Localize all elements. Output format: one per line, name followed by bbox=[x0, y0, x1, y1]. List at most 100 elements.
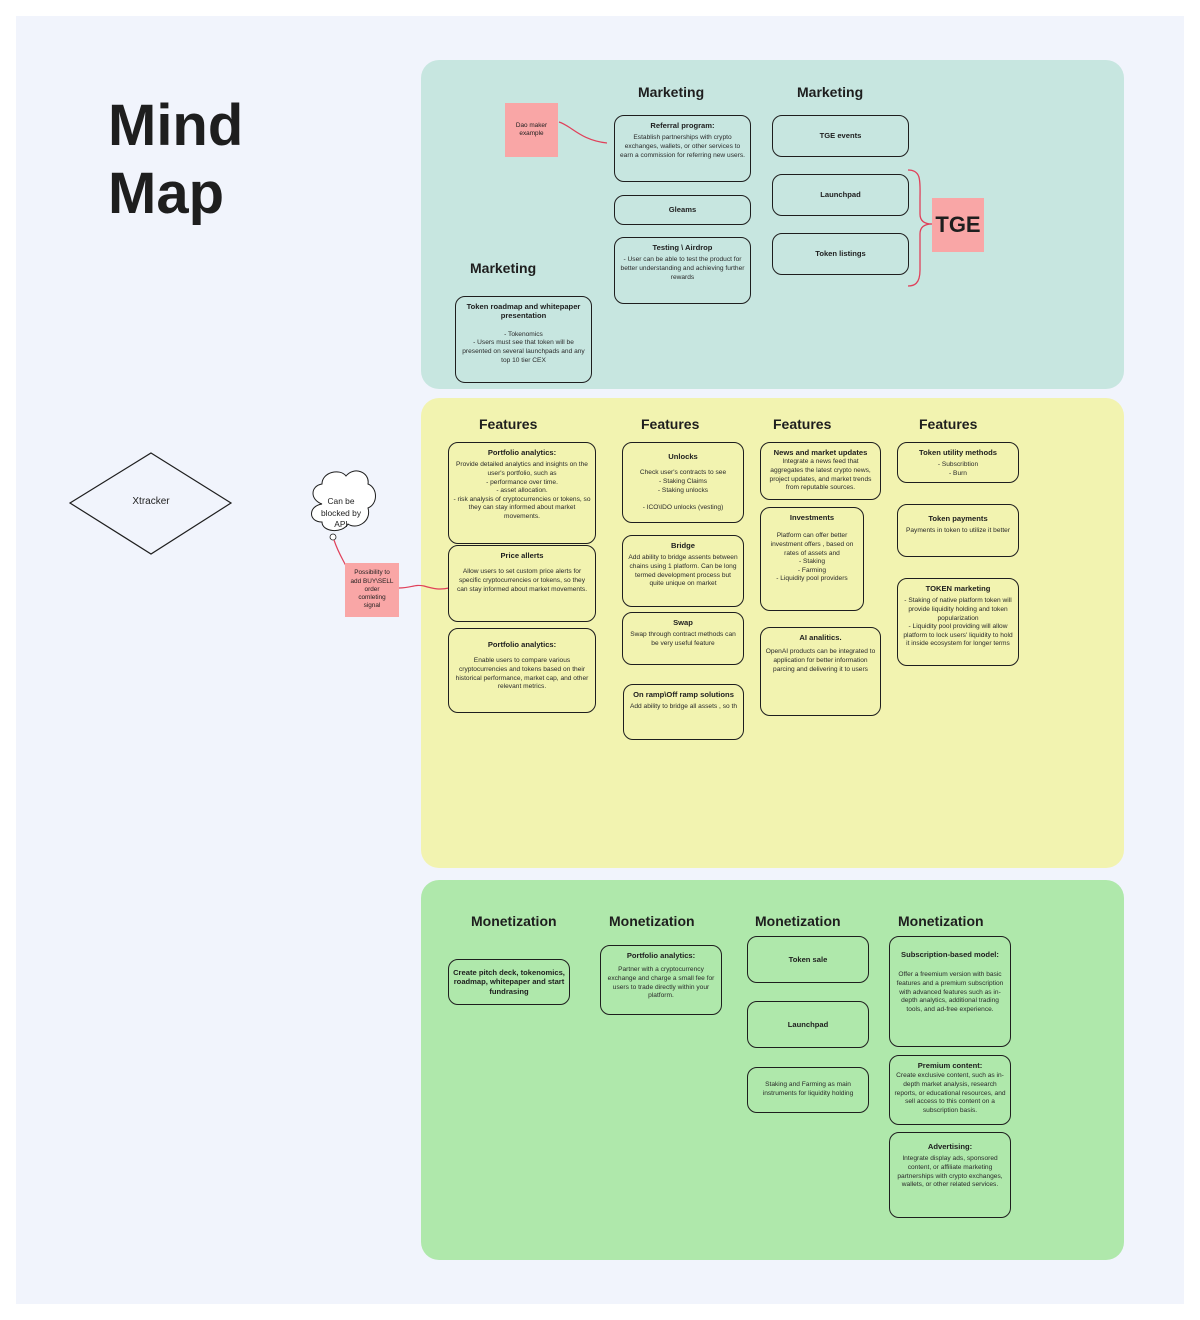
card-body: - Tokenomics - Users must see that token… bbox=[462, 330, 585, 364]
xtracker-diamond[interactable] bbox=[68, 452, 233, 555]
card-title: Gleams bbox=[668, 205, 697, 215]
card-title: Bridge bbox=[670, 541, 696, 550]
sticky-tge[interactable]: TGE bbox=[932, 198, 984, 252]
card-title: Swap bbox=[673, 618, 693, 627]
card-token-payments[interactable]: Token payments Payments in token to util… bbox=[897, 504, 1019, 557]
card-token-listings[interactable]: Token listings bbox=[772, 233, 909, 275]
connector-note-to-alerts bbox=[398, 584, 450, 590]
card-title: Create pitch deck, tokenomics, roadmap, … bbox=[453, 967, 565, 996]
card-unlocks[interactable]: Unlocks Check user's contracts to see - … bbox=[622, 442, 744, 523]
card-title: Token sale bbox=[788, 954, 828, 964]
card-body: Allow users to set custom price alerts f… bbox=[456, 568, 588, 593]
marketing-header-3: Marketing bbox=[470, 260, 537, 276]
card-referral-program[interactable]: Referral program: Establish partnerships… bbox=[614, 115, 751, 182]
card-body: OpenAI products can be integrated to app… bbox=[765, 648, 876, 673]
features-header-1: Features bbox=[479, 416, 538, 432]
card-title: Premium content: bbox=[917, 1061, 983, 1070]
monetization-header-4: Monetization bbox=[898, 913, 984, 929]
card-token-marketing[interactable]: TOKEN marketing - Staking of native plat… bbox=[897, 578, 1019, 666]
card-title: Launchpad bbox=[820, 190, 861, 200]
marketing-header-2: Marketing bbox=[797, 84, 864, 100]
card-body: Provide detailed analytics and insights … bbox=[453, 461, 591, 520]
card-staking-farming[interactable]: Staking and Farming as main instruments … bbox=[747, 1067, 869, 1113]
card-body: - User can be able to test the product f… bbox=[620, 256, 745, 281]
card-launchpad-marketing[interactable]: Launchpad bbox=[772, 174, 909, 216]
card-news-market-updates[interactable]: News and market updates Integrate a news… bbox=[760, 442, 881, 500]
features-header-3: Features bbox=[773, 416, 832, 432]
xtracker-node-label: Xtracker bbox=[132, 496, 170, 507]
connector-dao-to-referral bbox=[558, 121, 608, 144]
card-body: Check user's contracts to see - Staking … bbox=[639, 469, 727, 511]
card-portfolio-analytics-2[interactable]: Portfolio analytics: Enable users to com… bbox=[448, 628, 596, 713]
card-portfolio-analytics-fee[interactable]: Portfolio analytics: Partner with a cryp… bbox=[600, 945, 722, 1015]
card-body: Integrate display ads, sponsored content… bbox=[897, 1155, 1003, 1189]
monetization-header-2: Monetization bbox=[609, 913, 695, 929]
card-investments[interactable]: Investments Platform can offer better in… bbox=[760, 507, 864, 611]
card-subscription-model[interactable]: Subscription-based model: Offer a freemi… bbox=[889, 936, 1011, 1047]
card-title: Referral program: bbox=[650, 121, 715, 130]
card-title: AI analitics. bbox=[799, 633, 842, 642]
features-header-2: Features bbox=[641, 416, 700, 432]
card-title: Token utility methods bbox=[919, 448, 997, 457]
card-body: Offer a freemium version with basic feat… bbox=[896, 971, 1004, 1013]
card-token-sale[interactable]: Token sale bbox=[747, 936, 869, 983]
card-token-utility-methods[interactable]: Token utility methods - Subscribtion - B… bbox=[897, 442, 1019, 483]
marketing-header-1: Marketing bbox=[638, 84, 705, 100]
card-title: Portfolio analytics: bbox=[487, 448, 557, 457]
card-title: TGE events bbox=[819, 131, 862, 141]
card-title: Portfolio analytics: bbox=[487, 640, 557, 649]
card-body: Enable users to compare various cryptocu… bbox=[455, 657, 589, 691]
card-body: Payments in token to utilize it better bbox=[905, 527, 1011, 535]
card-swap[interactable]: Swap Swap through contract methods can b… bbox=[622, 612, 744, 665]
card-ai-analytics[interactable]: AI analitics. OpenAI products can be int… bbox=[760, 627, 881, 716]
card-on-off-ramp[interactable]: On ramp\Off ramp solutions Add ability t… bbox=[623, 684, 744, 740]
connector-cloud-to-note bbox=[333, 539, 347, 567]
mind-map-title-line2: Map bbox=[108, 161, 224, 226]
card-tge-events[interactable]: TGE events bbox=[772, 115, 909, 157]
card-title: Testing \ Airdrop bbox=[652, 243, 713, 252]
card-body: Add ability to bridge all assets , so th bbox=[629, 703, 738, 711]
card-token-roadmap[interactable]: Token roadmap and whitepaper presentatio… bbox=[455, 296, 592, 383]
cloud-shape bbox=[311, 470, 376, 531]
features-header-4: Features bbox=[919, 416, 978, 432]
sticky-buy-sell-signal[interactable]: Possibility to add BUY\SELL order comlet… bbox=[345, 563, 399, 617]
monetization-header-3: Monetization bbox=[755, 913, 841, 929]
card-title: Launchpad bbox=[787, 1019, 829, 1029]
card-testing-airdrop[interactable]: Testing \ Airdrop - User can be able to … bbox=[614, 237, 751, 304]
monetization-header-1: Monetization bbox=[471, 913, 557, 929]
card-title: Advertising: bbox=[927, 1142, 973, 1151]
card-title: Subscription-based model: bbox=[901, 950, 999, 959]
card-launchpad-monetization[interactable]: Launchpad bbox=[747, 1001, 869, 1048]
card-pitch-deck[interactable]: Create pitch deck, tokenomics, roadmap, … bbox=[448, 959, 570, 1005]
features-panel bbox=[421, 398, 1124, 868]
card-title: Price allerts bbox=[500, 551, 544, 560]
card-title: TOKEN marketing bbox=[925, 584, 991, 593]
card-title: Token payments bbox=[928, 514, 988, 523]
card-body: - Subscribtion - Burn bbox=[937, 461, 979, 477]
card-body: - Staking of native platform token will … bbox=[903, 597, 1013, 648]
card-title: On ramp\Off ramp solutions bbox=[633, 690, 734, 699]
card-bridge[interactable]: Bridge Add ability to bridge assents bet… bbox=[622, 535, 744, 607]
card-body: Establish partnerships with crypto excha… bbox=[620, 134, 745, 159]
tge-bracket bbox=[907, 169, 933, 287]
card-title: Unlocks bbox=[668, 452, 698, 461]
card-advertising[interactable]: Advertising: Integrate display ads, spon… bbox=[889, 1132, 1011, 1218]
sticky-dao-maker[interactable]: Dao maker example bbox=[505, 103, 558, 157]
card-gleams[interactable]: Gleams bbox=[614, 195, 751, 225]
card-body: Partner with a cryptocurrency exchange a… bbox=[607, 966, 715, 1000]
card-body: Create exclusive content, such as in-dep… bbox=[894, 1072, 1006, 1114]
card-title: News and market updates bbox=[773, 448, 868, 457]
card-title: Investments bbox=[789, 513, 835, 522]
card-body: Platform can offer better investment off… bbox=[770, 532, 854, 583]
card-body: Integrate a news feed that aggregates th… bbox=[769, 458, 872, 492]
card-body: Staking and Farming as main instruments … bbox=[762, 1081, 854, 1097]
cloud-note-text: Can be blocked by API bbox=[320, 496, 362, 530]
mind-map-title-line1: Mind bbox=[108, 93, 244, 158]
cloud-tail-bubble bbox=[329, 533, 337, 541]
card-body: Swap through contract methods can be ver… bbox=[630, 631, 736, 647]
card-portfolio-analytics-1[interactable]: Portfolio analytics: Provide detailed an… bbox=[448, 442, 596, 544]
card-body: Add ability to bridge assents between ch… bbox=[628, 554, 738, 588]
card-premium-content[interactable]: Premium content: Create exclusive conten… bbox=[889, 1055, 1011, 1125]
card-price-alerts[interactable]: Price allerts Allow users to set custom … bbox=[448, 545, 596, 622]
